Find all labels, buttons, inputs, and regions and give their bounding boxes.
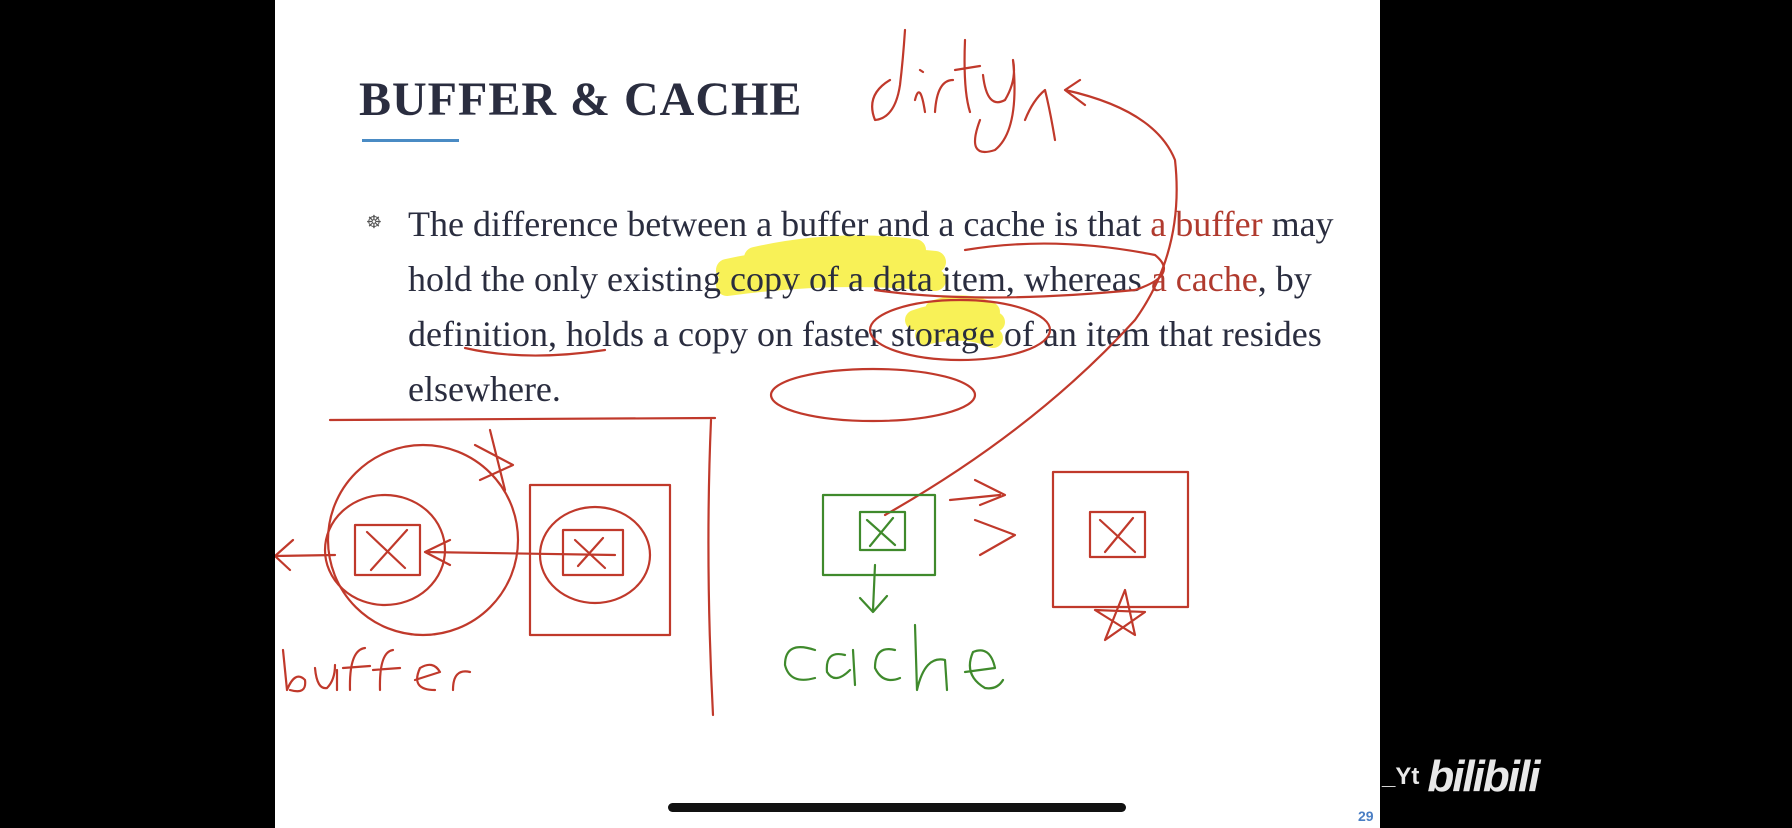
- slide-title: BUFFER & CACHE: [359, 73, 803, 126]
- page-number: 29: [1358, 808, 1374, 824]
- title-underline: [362, 139, 459, 142]
- watermark-user: _Yt: [1382, 763, 1420, 790]
- text-a-buffer: a buffer: [1150, 204, 1263, 244]
- home-indicator[interactable]: [668, 803, 1126, 812]
- bullet-text: The difference between a buffer and a ca…: [408, 197, 1368, 417]
- slide: BUFFER & CACHE ☸ The difference between …: [275, 0, 1380, 828]
- brain-bullet-icon: ☸: [365, 212, 383, 232]
- text-a-cache: a cache: [1150, 259, 1258, 299]
- text-part-1: The difference between a buffer and a ca…: [408, 204, 1151, 244]
- bilibili-logo-icon: bilibili: [1427, 752, 1540, 801]
- bilibili-watermark: _Yt bilibili: [1382, 752, 1540, 802]
